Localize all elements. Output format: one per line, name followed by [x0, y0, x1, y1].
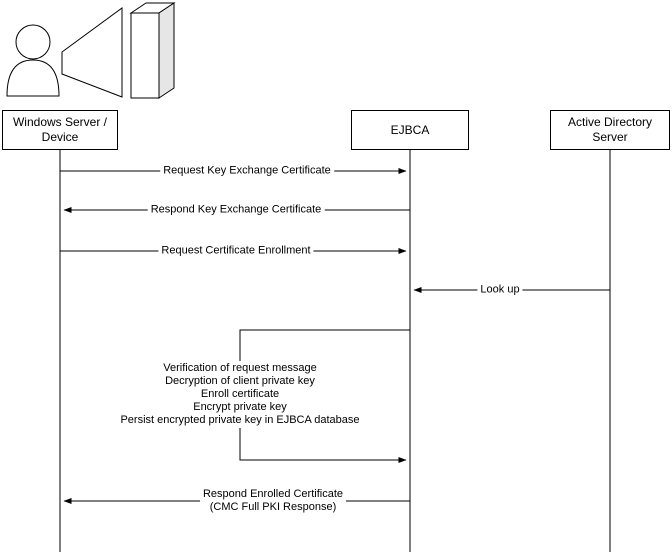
- process-step-3: Enroll certificate: [200, 388, 280, 400]
- label-respond-enrolled-cert: Respond Enrolled Certificate (CMC Full P…: [199, 488, 347, 514]
- actor-ad-label-line2: Server: [592, 130, 628, 144]
- panel-side-icon: [158, 2, 175, 99]
- process-steps-text: Verification of request message Decrypti…: [116, 361, 364, 428]
- actor-active-directory-server: Active Directory Server: [550, 110, 670, 150]
- actor-ejbca-label: EJBCA: [390, 122, 430, 137]
- actor-windows-server-device: Windows Server / Device: [2, 110, 118, 150]
- panel-front-icon: [130, 12, 160, 99]
- label-look-up: Look up: [477, 283, 523, 297]
- actor-windows-label-line1: Windows Server /: [12, 115, 108, 129]
- process-step-2: Decryption of client private key: [165, 375, 315, 387]
- label-request-key-exchange: Request Key Exchange Certificate: [160, 164, 334, 178]
- actor-ejbca: EJBCA: [351, 110, 469, 150]
- actor-windows-label-line2: Device: [41, 130, 79, 144]
- process-step-5: Persist encrypted private key in EJBCA d…: [120, 414, 360, 426]
- process-step-1: Verification of request message: [163, 362, 317, 374]
- label-respond-enrolled-cert-line2: (CMC Full PKI Response): [209, 501, 337, 513]
- label-request-cert-enrollment: Request Certificate Enrollment: [158, 244, 314, 258]
- label-respond-key-exchange: Respond Key Exchange Certificate: [147, 203, 325, 217]
- process-step-4: Encrypt private key: [193, 401, 287, 413]
- user-broadcast-icon: [6, 2, 176, 99]
- actor-ad-label-line1: Active Directory: [567, 115, 653, 129]
- label-respond-enrolled-cert-line1: Respond Enrolled Certificate: [202, 488, 344, 500]
- person-head-icon: [15, 24, 51, 60]
- horn-icon: [61, 7, 123, 98]
- person-body-icon: [6, 59, 60, 97]
